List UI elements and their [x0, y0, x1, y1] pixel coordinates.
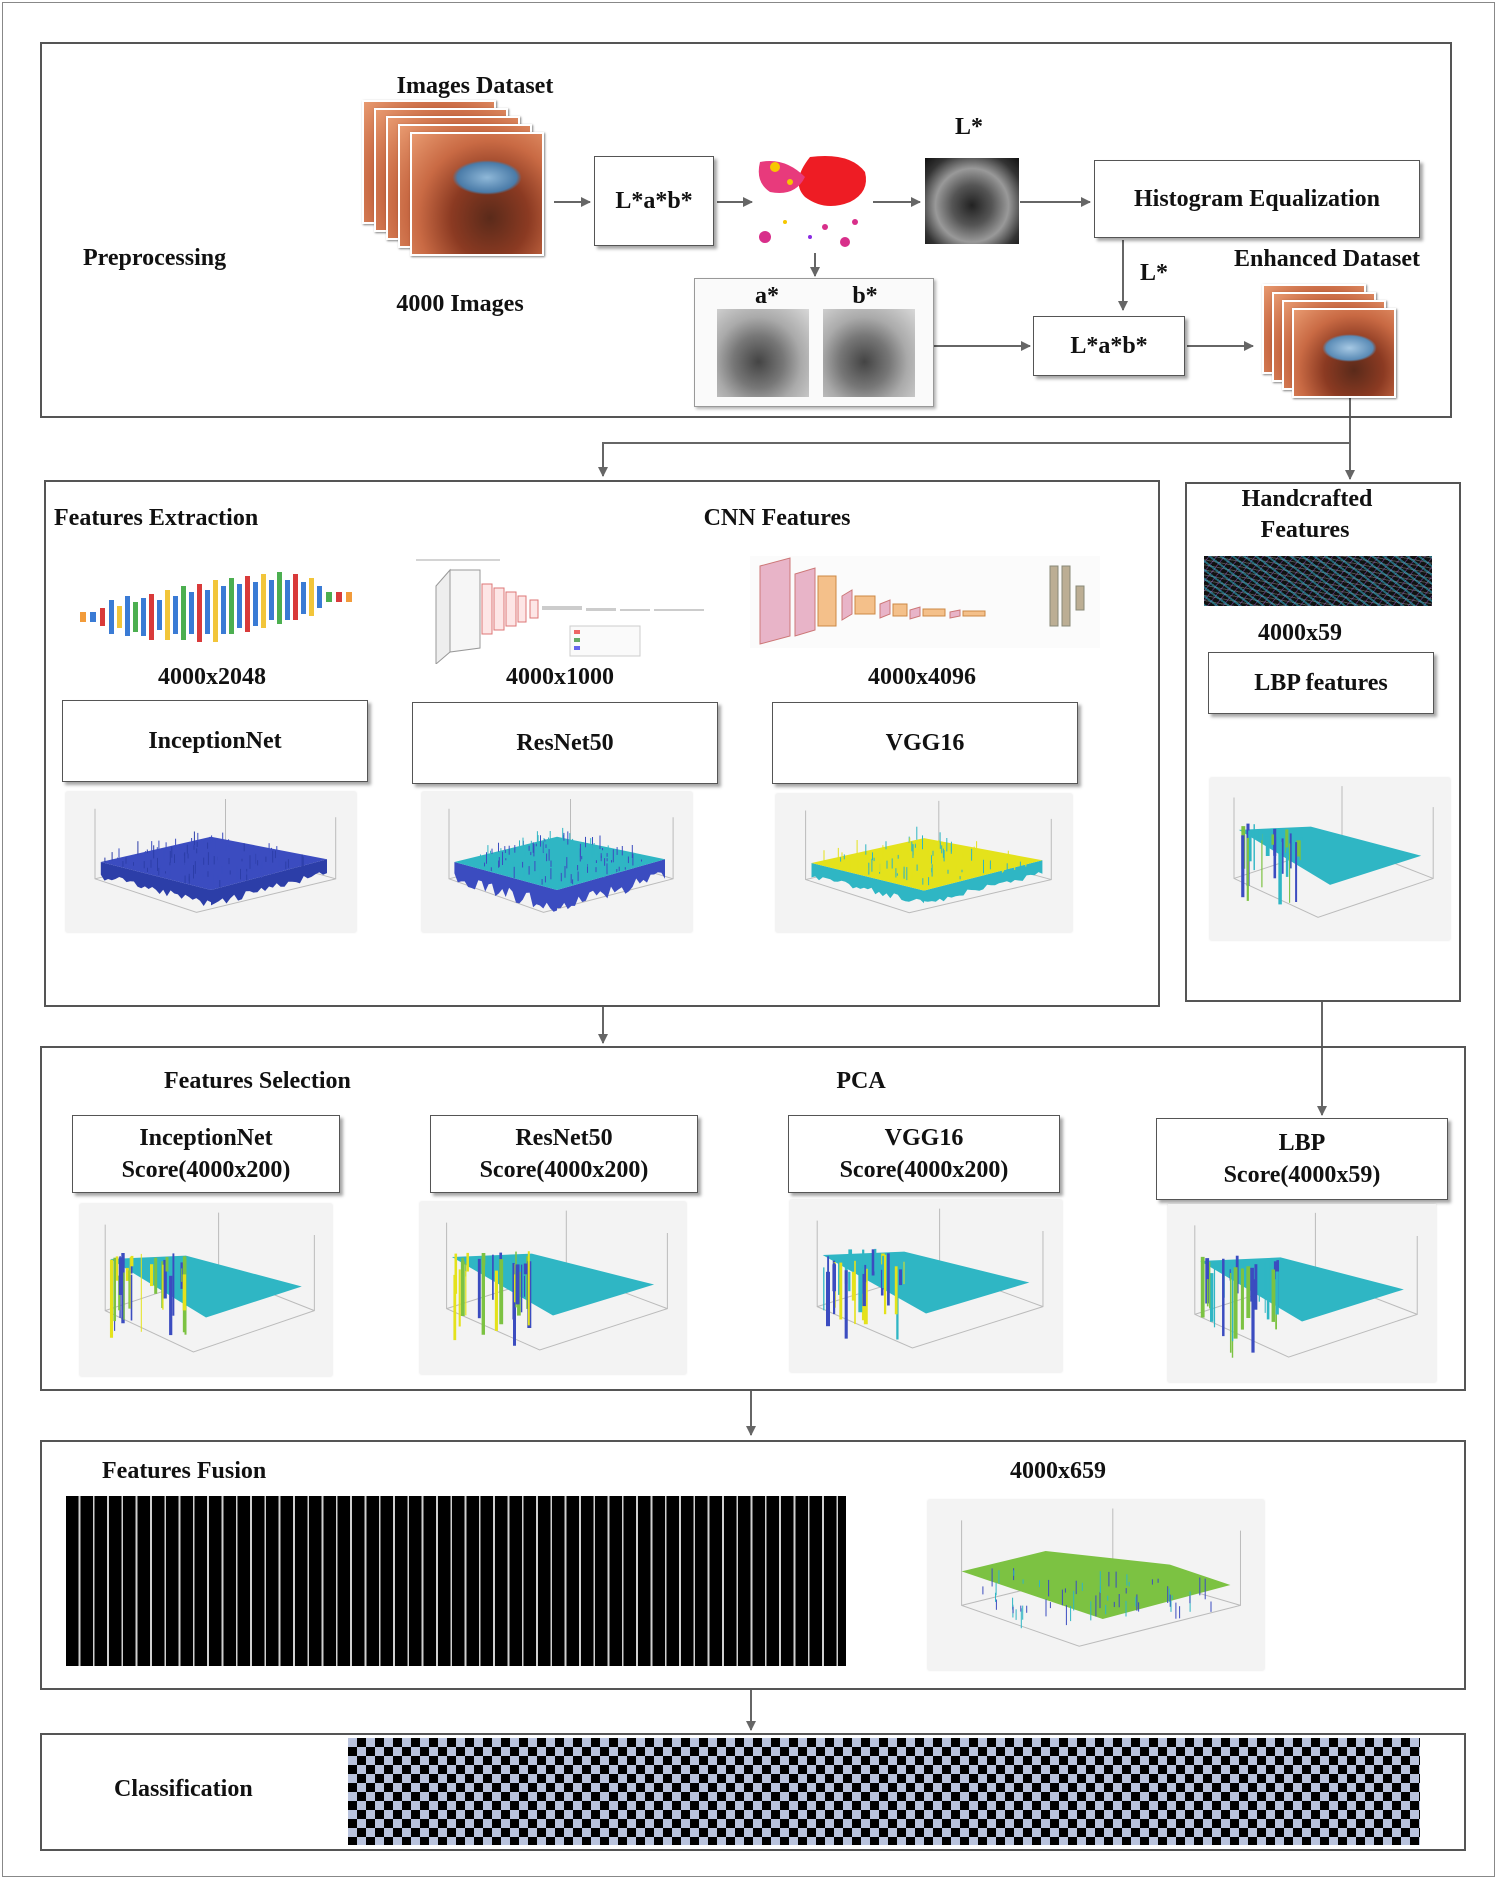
blue-polyp-highlight: [452, 160, 522, 195]
cnn-features-label: CNN Features: [703, 505, 851, 531]
fused-feature-matrix: [66, 1496, 846, 1666]
resnet50-score-box: ResNet50 Score(4000x200): [430, 1115, 698, 1193]
features-extraction-label: Features Extraction: [54, 505, 259, 531]
vgg16-architecture-image: [750, 556, 1100, 648]
inceptionnet-feature-plot: [66, 792, 356, 932]
inceptionnet-score-plot: [80, 1204, 332, 1376]
a-channel-image: [717, 309, 809, 397]
b-channel-label: b*: [852, 283, 878, 309]
lbp-score-line1: LBP: [1278, 1129, 1326, 1156]
surface-plot-graphic: [448, 799, 674, 913]
surface-plot-graphic: [805, 800, 1052, 914]
lbp-dims: 4000x59: [1258, 620, 1342, 646]
fusion-feature-plot: [928, 1500, 1264, 1670]
lbp-texture-image: [1204, 556, 1432, 606]
a-channel-label: a*: [755, 283, 779, 309]
enhanced-dataset-label: Enhanced Dataset: [1233, 246, 1421, 272]
lbp-features-box: LBP features: [1208, 652, 1434, 714]
vgg16-score-line2: Score(4000x200): [839, 1157, 1009, 1183]
preprocessing-label: Preprocessing: [83, 245, 227, 271]
surface-plot-graphic: [816, 1208, 1044, 1349]
l-star-arrow-label: L*: [1140, 260, 1169, 286]
classification-section: [40, 1733, 1466, 1851]
resnet50-score-plot: [420, 1202, 686, 1374]
inceptionnet-score-line2: Score(4000x200): [121, 1157, 291, 1183]
inceptionnet-architecture-image: [76, 560, 361, 650]
vgg16-score-plot: [790, 1200, 1062, 1372]
classification-label: Classification: [114, 1776, 253, 1802]
resnet50-score-line1: ResNet50: [515, 1124, 613, 1151]
lab-conversion-box: L*a*b*: [594, 156, 714, 246]
lab-merge-box: L*a*b*: [1033, 316, 1185, 376]
lbp-score-line2: Score(4000x59): [1223, 1162, 1381, 1188]
features-selection-section: [40, 1046, 1466, 1391]
inceptionnet-score-line1: InceptionNet: [139, 1124, 273, 1151]
handcrafted-title-line2: Features: [1260, 517, 1350, 543]
classifier-pattern: [348, 1738, 1420, 1845]
images-count-label: 4000 Images: [396, 291, 524, 317]
histogram-equalization-box: Histogram Equalization: [1094, 160, 1420, 238]
vgg16-feature-plot: [776, 794, 1072, 932]
vgg16-score-box: VGG16 Score(4000x200): [788, 1115, 1060, 1193]
l-channel-image: [925, 158, 1019, 244]
resnet50-dims: 4000x1000: [506, 664, 614, 690]
surface-plot-graphic: [446, 1210, 668, 1351]
surface-plot-graphic: [94, 799, 337, 913]
resnet50-model-box: ResNet50: [412, 702, 718, 784]
vgg16-score-line1: VGG16: [884, 1124, 964, 1151]
b-channel-image: [823, 309, 915, 397]
images-dataset-label: Images Dataset: [396, 73, 554, 99]
resnet50-score-line2: Score(4000x200): [479, 1157, 649, 1183]
surface-plot-graphic: [104, 1212, 315, 1353]
features-fusion-section: [40, 1440, 1466, 1690]
inceptionnet-dims: 4000x2048: [158, 664, 266, 690]
images-dataset-stack: [362, 100, 552, 260]
lab-colormap-image: [755, 152, 873, 252]
dataset-image: [410, 132, 544, 256]
lbp-feature-plot: [1210, 778, 1450, 940]
pca-label: PCA: [836, 1068, 886, 1094]
resnet50-feature-plot: [422, 792, 692, 932]
surface-plot-graphic: [1194, 1212, 1418, 1358]
handcrafted-title-line1: Handcrafted: [1241, 486, 1373, 512]
blue-polyp-highlight: [1322, 334, 1377, 362]
l-channel-label: L*: [954, 114, 984, 140]
vgg16-dims: 4000x4096: [868, 664, 976, 690]
inceptionnet-score-box: InceptionNet Score(4000x200): [72, 1115, 340, 1193]
handcrafted-section: [1185, 482, 1461, 1002]
inceptionnet-model-box: InceptionNet: [62, 700, 368, 782]
vgg16-model-box: VGG16: [772, 702, 1078, 784]
fusion-dims: 4000x659: [1010, 1458, 1106, 1484]
features-selection-label: Features Selection: [164, 1068, 351, 1094]
lbp-score-box: LBP Score(4000x59): [1156, 1118, 1448, 1200]
lbp-score-plot: [1168, 1204, 1436, 1382]
enhanced-dataset-stack: [1262, 284, 1402, 400]
preprocessing-section: [40, 42, 1452, 418]
ab-channels-panel: a* b*: [694, 278, 934, 407]
surface-plot-graphic: [1233, 786, 1434, 918]
surface-plot-graphic: [961, 1508, 1241, 1647]
features-fusion-label: Features Fusion: [102, 1458, 267, 1484]
resnet50-architecture-image: [410, 556, 710, 664]
features-extraction-section: [44, 480, 1160, 1007]
